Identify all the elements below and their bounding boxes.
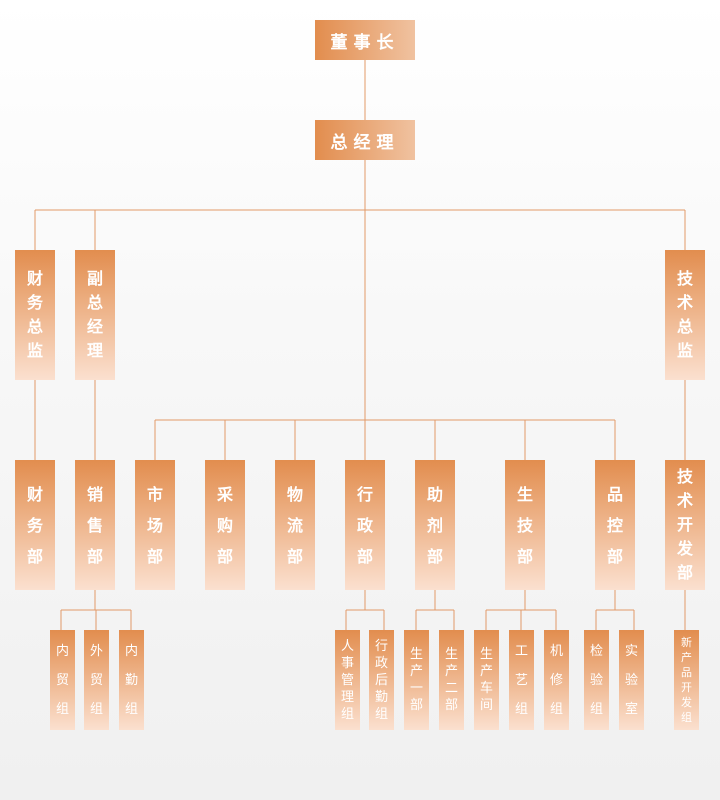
group-hr-node: 人 事 管 理 组: [335, 630, 360, 730]
vice-gm-node: 副 总 经 理: [75, 250, 115, 380]
cfo-node: 财 务 总 监: [15, 250, 55, 380]
group-production-2-node: 生 产 二 部: [439, 630, 464, 730]
cto-label: 技 术 总 监: [676, 269, 693, 360]
group-internal-node: 内 勤 组: [119, 630, 144, 730]
group-inspection-node: 检 验 组: [584, 630, 609, 730]
dept-aux-node: 助 剂 部: [415, 460, 455, 590]
group-foreign-trade-label: 外 贸 组: [89, 643, 103, 717]
dept-qc-label: 品 控 部: [606, 484, 623, 566]
dept-admin-label: 行 政 部: [356, 484, 373, 566]
group-production-1-node: 生 产 一 部: [404, 630, 429, 730]
group-repair-label: 机 修 组: [549, 643, 563, 717]
group-new-product-node: 新 产 品 开 发 组: [674, 630, 699, 730]
group-process-label: 工 艺 组: [514, 643, 528, 717]
general-manager-node: 总经理: [315, 120, 415, 160]
dept-tech-dev-label: 技 术 开 发 部: [676, 467, 693, 582]
group-new-product-label: 新 产 品 开 发 组: [681, 636, 692, 724]
vice-gm-label: 副 总 经 理: [86, 269, 103, 360]
dept-market-label: 市 场 部: [146, 484, 163, 566]
cto-node: 技 术 总 监: [665, 250, 705, 380]
dept-admin-node: 行 政 部: [345, 460, 385, 590]
chairman-node: 董事长: [315, 20, 415, 60]
group-repair-node: 机 修 组: [544, 630, 569, 730]
dept-logistics-label: 物 流 部: [286, 484, 303, 566]
dept-tech-dev-node: 技 术 开 发 部: [665, 460, 705, 590]
group-domestic-trade-node: 内 贸 组: [50, 630, 75, 730]
dept-sales-label: 销 售 部: [86, 484, 103, 566]
dept-prodtech-node: 生 技 部: [505, 460, 545, 590]
dept-sales-node: 销 售 部: [75, 460, 115, 590]
group-internal-label: 内 勤 组: [124, 643, 138, 717]
dept-purchase-label: 采 购 部: [216, 484, 233, 566]
dept-market-node: 市 场 部: [135, 460, 175, 590]
group-admin-logistics-label: 行 政 后 勤 组: [374, 638, 388, 722]
chairman-label: 董事长: [330, 32, 400, 53]
group-production-1-label: 生 产 一 部: [409, 647, 423, 713]
dept-aux-label: 助 剂 部: [426, 484, 443, 566]
general-manager-label: 总经理: [330, 132, 400, 153]
cfo-label: 财 务 总 监: [26, 269, 43, 360]
group-lab-node: 实 验 室: [619, 630, 644, 730]
dept-qc-node: 品 控 部: [595, 460, 635, 590]
group-lab-label: 实 验 室: [624, 643, 638, 717]
dept-purchase-node: 采 购 部: [205, 460, 245, 590]
group-foreign-trade-node: 外 贸 组: [84, 630, 109, 730]
dept-logistics-node: 物 流 部: [275, 460, 315, 590]
group-process-node: 工 艺 组: [509, 630, 534, 730]
group-workshop-node: 生 产 车 间: [474, 630, 499, 730]
dept-finance-node: 财 务 部: [15, 460, 55, 590]
connectors: [34, 60, 686, 630]
dept-prodtech-label: 生 技 部: [516, 484, 533, 566]
group-domestic-trade-label: 内 贸 组: [55, 643, 69, 717]
group-inspection-label: 检 验 组: [589, 643, 603, 717]
group-production-2-label: 生 产 二 部: [444, 647, 458, 713]
group-admin-logistics-node: 行 政 后 勤 组: [369, 630, 394, 730]
group-hr-label: 人 事 管 理 组: [340, 638, 354, 722]
dept-finance-label: 财 务 部: [26, 484, 43, 566]
group-workshop-label: 生 产 车 间: [479, 647, 493, 713]
